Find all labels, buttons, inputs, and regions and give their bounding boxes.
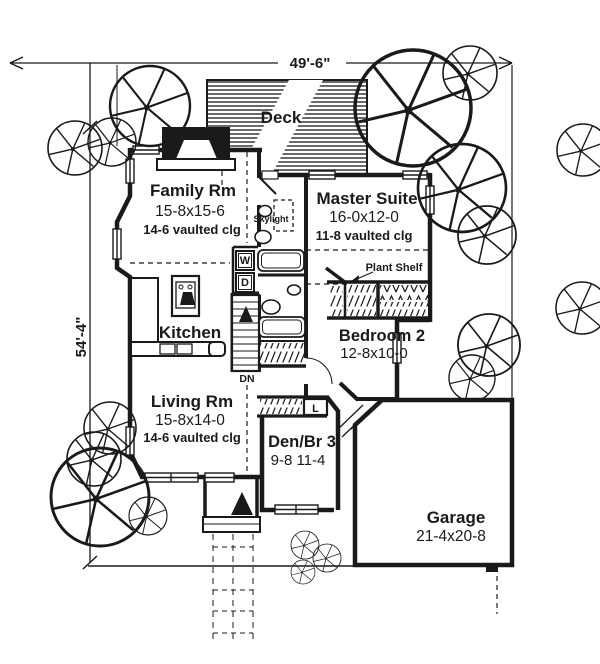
front-entry-triangle-icon	[231, 492, 253, 515]
closet-hatches	[260, 285, 428, 414]
plant-shelf-label: Plant Shelf	[366, 262, 423, 274]
stairs-arrow-icon	[239, 306, 253, 322]
kitchen-sink-icon	[159, 343, 176, 355]
living-room-ceiling: 14-6 vaulted clg	[143, 430, 241, 445]
toilet-icon	[257, 204, 273, 218]
windows	[112, 145, 435, 515]
master-suite-ceiling: 11-8 vaulted clg	[316, 228, 413, 243]
sink-icon	[254, 229, 272, 245]
labels: 49'-6" 54'-4" Deck Family Rm 15-8x15-6 1…	[73, 55, 486, 545]
linen-label: L	[312, 403, 319, 415]
washer-label: W	[240, 255, 251, 267]
garage-size: 21-4x20-8	[416, 528, 486, 545]
garage-step	[486, 563, 498, 572]
family-room-label: Family Rm	[150, 181, 236, 200]
sink-icon	[261, 299, 281, 315]
living-room-label: Living Rm	[151, 392, 233, 411]
toilet-icon	[286, 284, 302, 296]
family-room-ceiling: 14-6 vaulted clg	[143, 222, 241, 237]
garage-label: Garage	[427, 508, 486, 527]
bedroom2-label: Bedroom 2	[339, 327, 425, 345]
family-room-size: 15-8x15-6	[155, 203, 225, 220]
deck-label: Deck	[261, 108, 302, 127]
dimension-width-label: 49'-6"	[290, 55, 331, 72]
door-swing-arc	[305, 357, 333, 385]
kitchen-label: Kitchen	[159, 323, 221, 342]
living-room-size: 15-8x14-0	[155, 412, 225, 429]
linen-closet-box	[302, 397, 329, 417]
den-label: Den/Br 3	[268, 433, 336, 451]
master-suite-size: 16-0x12-0	[329, 209, 399, 226]
dryer-label: D	[241, 277, 249, 289]
kitchen-counter	[130, 277, 159, 343]
dimension-height-label: 54'-4"	[73, 317, 90, 358]
stairs	[230, 293, 261, 373]
fireplace	[156, 127, 236, 171]
skylight-label: Skylight	[253, 214, 288, 224]
master-suite-label: Master Suite	[316, 189, 417, 208]
bedroom2-size: 12-8x10-0	[340, 345, 408, 362]
stairs-down-label: DN	[239, 373, 254, 385]
fixtures	[130, 199, 374, 533]
den-size: 9-8 11-4	[271, 452, 326, 469]
skylight-outline	[273, 199, 294, 232]
walls	[114, 147, 433, 520]
front-walkway	[212, 534, 254, 644]
